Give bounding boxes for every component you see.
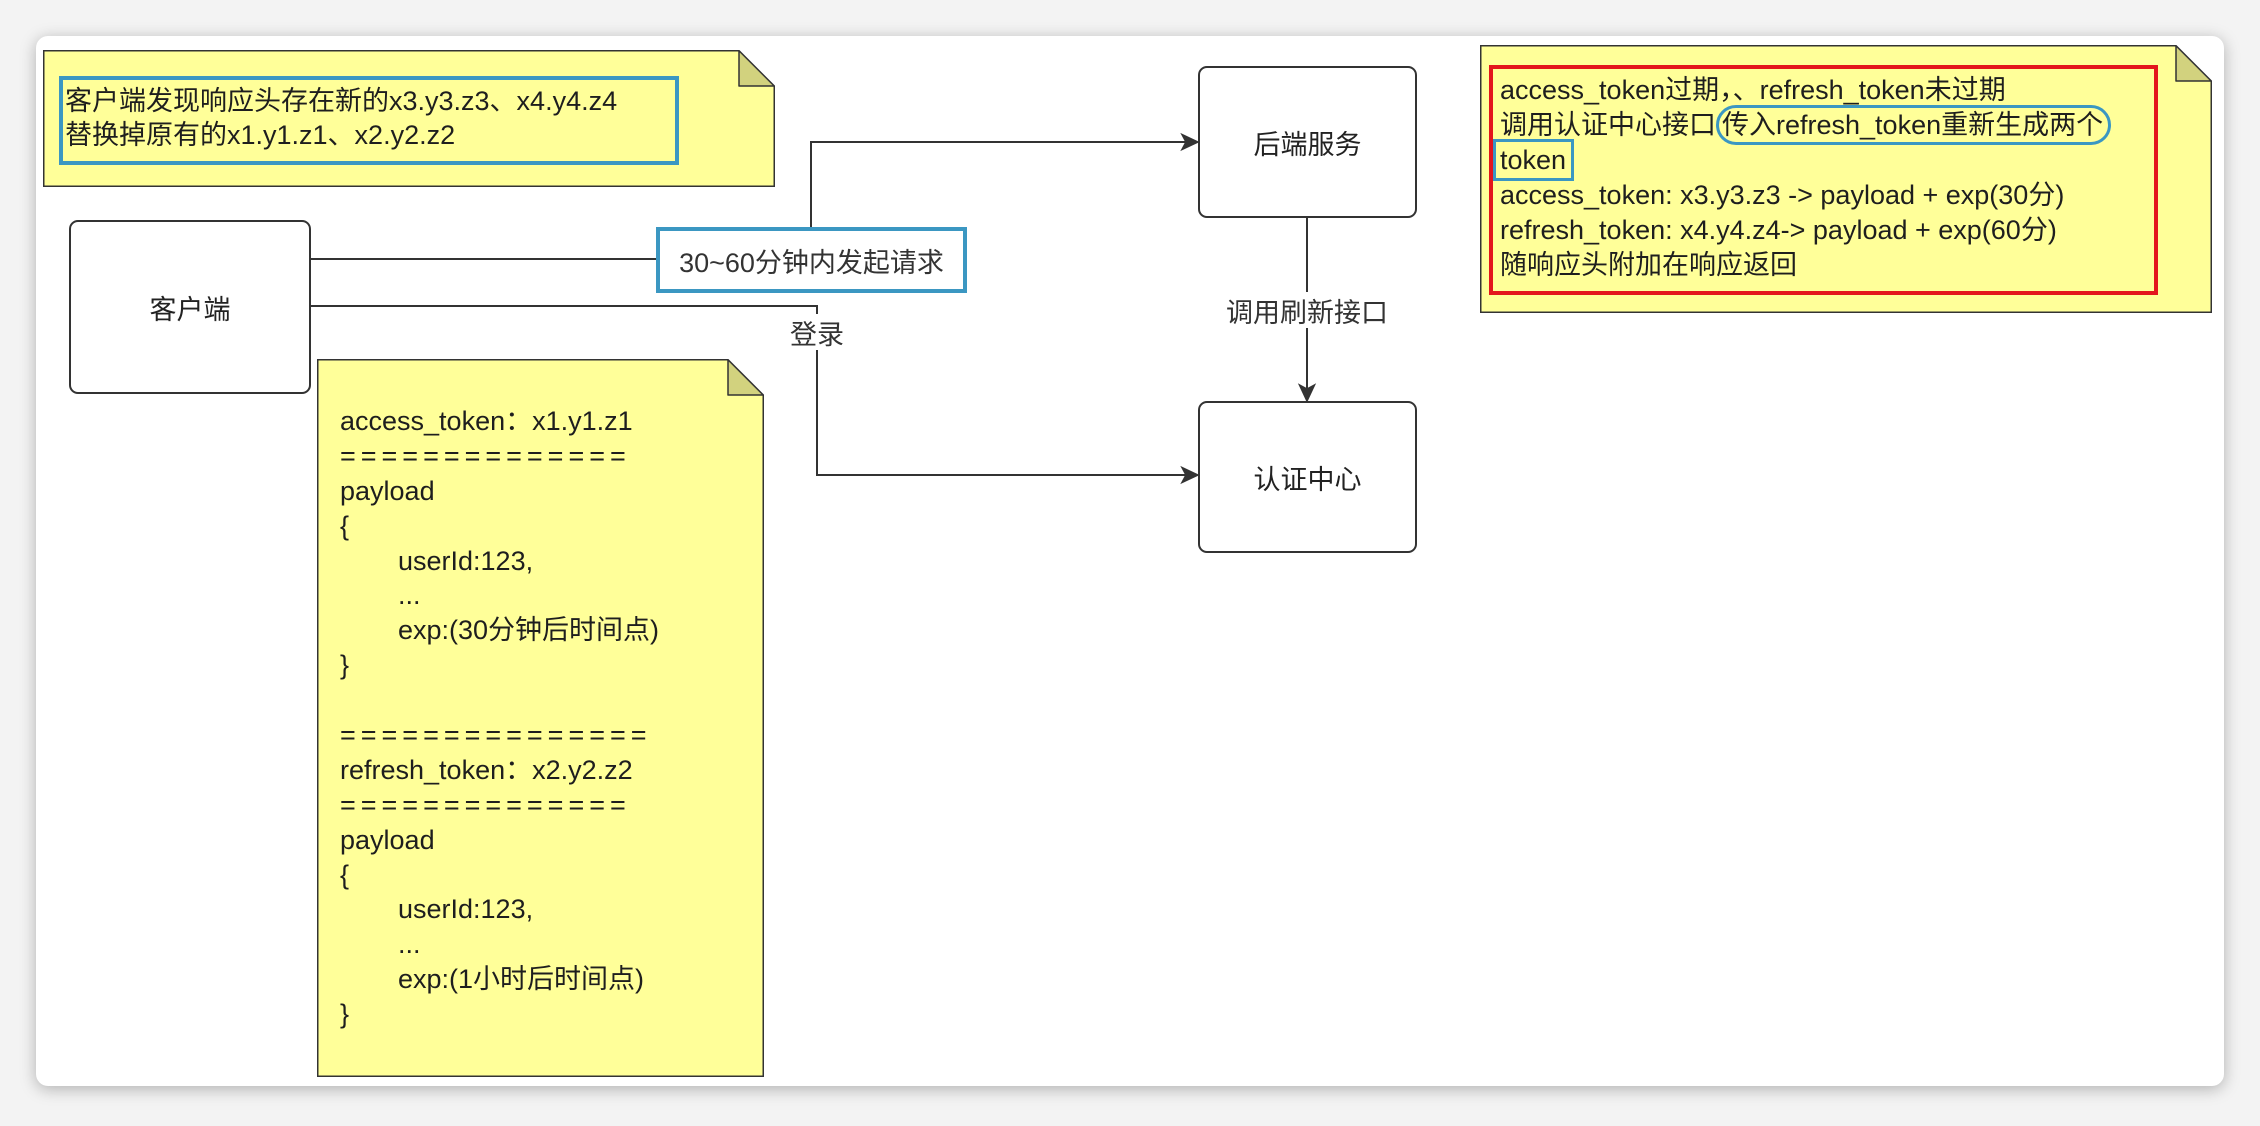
separator: =============== <box>340 720 652 751</box>
refresh-call-description-continued: token <box>1493 139 2154 181</box>
payload-field-exp: exp:(30分钟后时间点) <box>398 615 660 646</box>
token-structure-text: access_token：x1.y1.z1 ============== pay… <box>340 404 740 1032</box>
payload-field-userid: userId:123, <box>398 545 534 576</box>
refresh-flow-highlight-frame: access_token过期，、refresh_token未过期 调用认证中心接… <box>1489 65 2158 295</box>
access-token-title: access_token：x1.y1.z1 <box>340 406 633 436</box>
arrowhead-to-backend <box>1180 132 1200 152</box>
separator: ============== <box>340 789 631 820</box>
refresh-call-description: 调用认证中心接口传入refresh_token重新生成两个 <box>1500 105 2154 145</box>
note-shape <box>317 359 764 1077</box>
payload-field-exp: exp:(1小时后时间点) <box>398 964 645 995</box>
edge-client-to-backend <box>311 132 1200 260</box>
payload-field-ellipsis: ... <box>398 580 421 611</box>
note-line-new-tokens-detected: 客户端发现响应头存在新的x3.y3.z3、x4.y4.z4 <box>65 86 618 116</box>
edge-label-request-window: 30~60分钟内发起请求 <box>656 227 967 293</box>
note-shape <box>1480 45 2212 313</box>
refresh-token-title: refresh_token：x2.y2.z2 <box>340 754 633 785</box>
note-token-structure: access_token：x1.y1.z1 ============== pay… <box>317 359 764 1077</box>
node-backend-service-label: 后端服务 <box>1253 129 1362 160</box>
node-auth-center: 认证中心 <box>1198 401 1417 553</box>
payload-label: payload <box>340 824 435 855</box>
response-header-delivery-line: 随响应头附加在响应返回 <box>1500 250 1797 280</box>
node-client: 客户端 <box>69 220 311 394</box>
edge-label-call-refresh-api: 调用刷新接口 <box>1212 292 1402 328</box>
new-access-token-line: access_token: x3.y3.z3 -> payload + exp(… <box>1500 180 2065 210</box>
regenerate-tokens-highlight: 传入refresh_token重新生成两个 <box>1716 105 2112 145</box>
note-refresh-flow: access_token过期，、refresh_token未过期 调用认证中心接… <box>1480 45 2212 313</box>
token-word-highlight: token <box>1493 139 1575 181</box>
node-auth-center-label: 认证中心 <box>1253 464 1362 495</box>
note-line-replace-old-tokens: 替换掉原有的x1.y1.z1、x2.y2.z2 <box>65 120 456 150</box>
refresh-call-prefix: 调用认证中心接口 <box>1500 110 1716 140</box>
edge-label-login: 登录 <box>782 314 852 350</box>
payload-field-ellipsis: ... <box>398 929 421 960</box>
token-expiry-condition: access_token过期，、refresh_token未过期 <box>1500 75 2006 105</box>
edge-line-client-to-backend <box>311 141 1186 260</box>
separator: ============== <box>340 440 631 471</box>
brace-close: } <box>340 650 350 681</box>
blank-line <box>340 683 740 718</box>
node-backend-service: 后端服务 <box>1198 66 1417 218</box>
brace-open: { <box>340 859 350 890</box>
client-replace-highlight-frame: 客户端发现响应头存在新的x3.y3.z3、x4.y4.z4 替换掉原有的x1.y… <box>59 76 679 165</box>
note-fold-corner <box>727 359 764 396</box>
edge-client-to-auth-center <box>311 305 1200 485</box>
brace-open: { <box>340 510 350 541</box>
arrowhead-to-auth-center <box>1180 465 1200 485</box>
arrowhead-down-to-auth-center <box>1297 383 1317 403</box>
note-fold-corner <box>2175 45 2212 82</box>
note-shape <box>43 50 775 187</box>
payload-label: payload <box>340 475 435 506</box>
edge-line-client-to-auth-center <box>311 305 1186 476</box>
brace-close: } <box>340 999 350 1030</box>
note-fold-corner <box>738 50 775 87</box>
new-refresh-token-line: refresh_token: x4.y4.z4-> payload + exp(… <box>1500 215 2057 245</box>
node-client-label: 客户端 <box>149 294 231 325</box>
note-client-replace-tokens: 客户端发现响应头存在新的x3.y3.z3、x4.y4.z4 替换掉原有的x1.y… <box>43 50 775 187</box>
payload-field-userid: userId:123, <box>398 894 534 925</box>
